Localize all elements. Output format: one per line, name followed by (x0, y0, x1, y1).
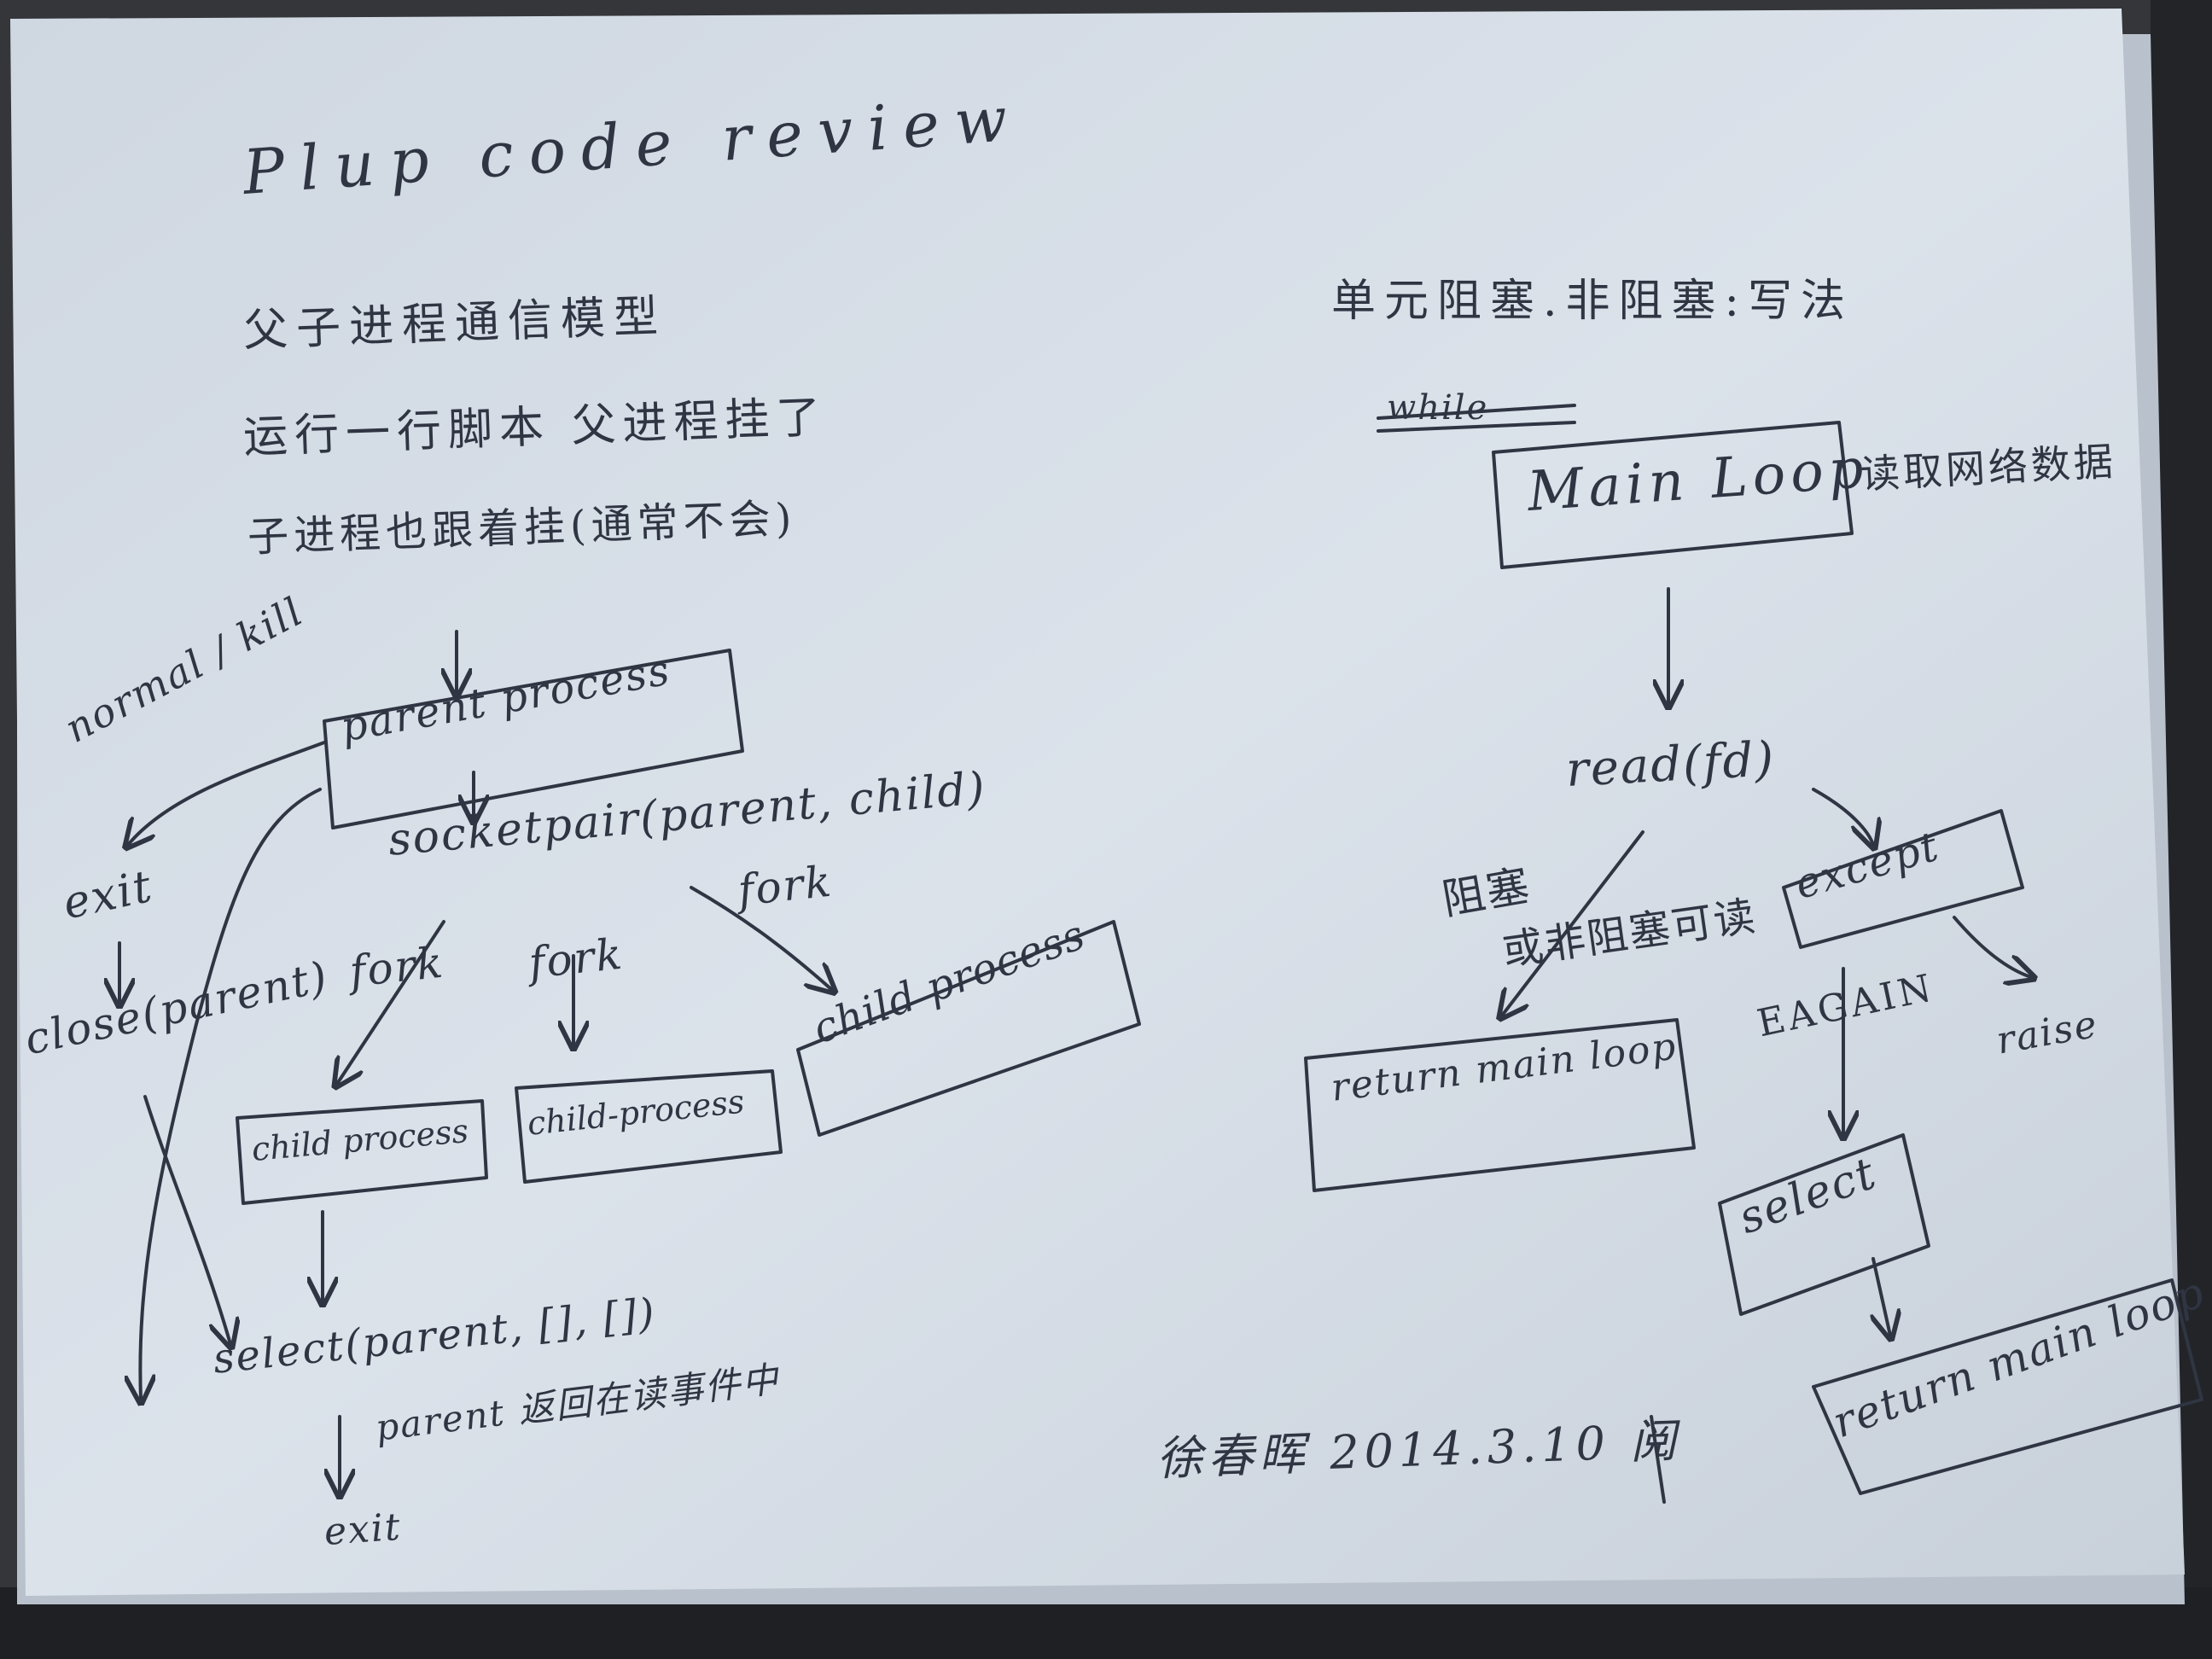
strike-2 (1377, 421, 1576, 433)
struck-text: while (1387, 388, 1489, 428)
arrow-fork-3 (690, 886, 832, 990)
read-label: read(fd) (1564, 731, 1777, 798)
fork-label-2: fork (526, 928, 626, 988)
strike-1 (1377, 404, 1576, 420)
fork-label-3: fork (735, 856, 835, 916)
paper-sheet (10, 9, 2185, 1596)
parent-process-box (323, 649, 744, 830)
return-box-left (1304, 1018, 1696, 1192)
arrow-read-to-except (1812, 788, 1873, 845)
arrow-except-to-raise (1953, 916, 2031, 977)
child-box-3 (796, 920, 1141, 1137)
arrow-read-to-return (1502, 830, 1644, 1016)
arrow-select-to-return (1873, 1257, 1890, 1336)
bottom-exit-label: exit (323, 1505, 404, 1554)
main-loop-box (1492, 421, 1854, 569)
ink-strokes (119, 404, 2203, 1504)
signature-stroke (1650, 1415, 1666, 1504)
right-heading: 单元阻塞.非阻塞:写法 (1331, 276, 1854, 327)
arrow-parent-long (140, 788, 322, 1400)
arrow-close-to-select (143, 1095, 230, 1344)
return-box-right (1812, 1278, 2203, 1495)
except-box (1782, 809, 2024, 949)
select-box (1718, 1133, 1930, 1316)
fork-label-1: fork (346, 937, 447, 997)
arrow-fork-1 (337, 920, 445, 1084)
child-box-2 (515, 1069, 783, 1184)
child-box-1 (236, 1099, 488, 1205)
arrow-to-exit (128, 741, 326, 845)
